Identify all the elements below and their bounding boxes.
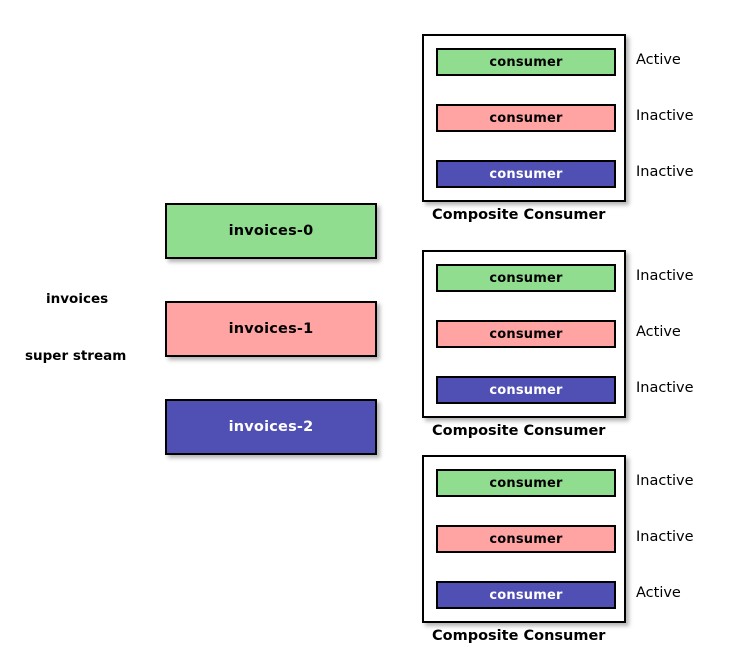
composite-consumer-box: consumer consumer consumer xyxy=(422,455,626,623)
consumer-state-badge: Inactive xyxy=(636,163,694,180)
consumer-state-badge: Inactive xyxy=(636,267,694,284)
composite-consumer-box: consumer consumer consumer xyxy=(422,250,626,418)
super-stream-type-label: super stream xyxy=(25,348,127,364)
consumer-row: consumer xyxy=(436,264,616,292)
consumer-bar-pink: consumer xyxy=(436,320,616,348)
consumer-bar-blue: consumer xyxy=(436,581,616,609)
consumer-state-badge: Active xyxy=(636,323,681,340)
partition-invoices-0: invoices-0 xyxy=(165,203,377,259)
composite-consumer-group-1: consumer consumer consumer Active Inacti… xyxy=(422,34,694,222)
composite-consumer-caption: Composite Consumer xyxy=(432,628,606,644)
composite-consumer-group-2: consumer consumer consumer Inactive Acti… xyxy=(422,250,694,438)
consumer-row: consumer xyxy=(436,525,616,553)
consumer-row: consumer xyxy=(436,160,616,188)
composite-consumer-group-3: consumer consumer consumer Inactive Inac… xyxy=(422,455,694,643)
consumer-row: consumer xyxy=(436,48,616,76)
consumer-bar-pink: consumer xyxy=(436,525,616,553)
consumer-row: consumer xyxy=(436,581,616,609)
consumer-bar-pink: consumer xyxy=(436,104,616,132)
consumer-bar-green: consumer xyxy=(436,264,616,292)
consumer-state-badge: Inactive xyxy=(636,472,694,489)
partition-invoices-1: invoices-1 xyxy=(165,301,377,357)
consumer-state-badge: Active xyxy=(636,51,681,68)
partition-label: invoices-1 xyxy=(228,320,314,337)
consumer-bar-blue: consumer xyxy=(436,160,616,188)
consumer-row: consumer xyxy=(436,469,616,497)
consumer-state-badge: Inactive xyxy=(636,379,694,396)
composite-consumer-box: consumer consumer consumer xyxy=(422,34,626,202)
consumer-row: consumer xyxy=(436,376,616,404)
consumer-bar-blue: consumer xyxy=(436,376,616,404)
composite-consumer-caption: Composite Consumer xyxy=(432,423,606,439)
consumer-row: consumer xyxy=(436,104,616,132)
consumer-bar-green: consumer xyxy=(436,469,616,497)
partition-label: invoices-2 xyxy=(228,418,314,435)
consumer-state-badge: Active xyxy=(636,584,681,601)
composite-consumer-caption: Composite Consumer xyxy=(432,207,606,223)
consumer-row: consumer xyxy=(436,320,616,348)
partition-invoices-2: invoices-2 xyxy=(165,399,377,455)
partition-label: invoices-0 xyxy=(228,222,314,239)
consumer-state-badge: Inactive xyxy=(636,528,694,545)
super-stream-name-label: invoices xyxy=(46,291,109,307)
consumer-state-badge: Inactive xyxy=(636,107,694,124)
consumer-bar-green: consumer xyxy=(436,48,616,76)
